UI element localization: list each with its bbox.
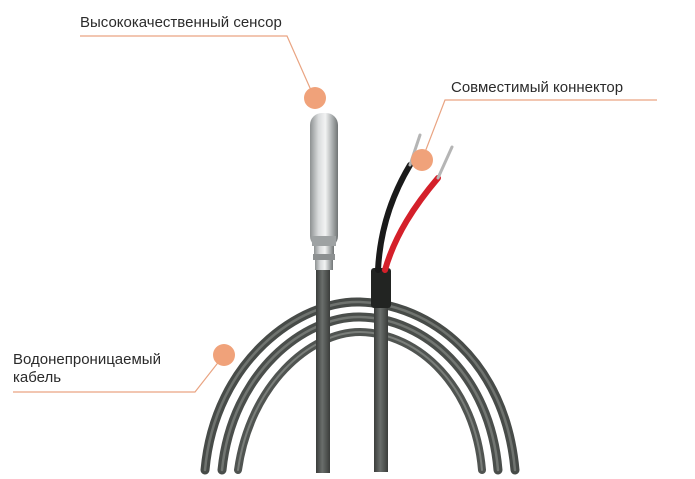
black-wire [375, 162, 413, 273]
callout-dot-connector [411, 149, 433, 171]
cable-loop-outer-highlight [203, 300, 517, 472]
cable-loop-inner-highlight [220, 315, 500, 472]
red-wire-tip [436, 145, 454, 180]
cable-coil [200, 297, 520, 475]
label-cable-line2: кабель [13, 369, 62, 386]
label-cable-line1: Водонепроницаемый [13, 351, 161, 368]
steel-probe [310, 113, 338, 270]
callout-line-connector [421, 99, 657, 161]
label-cable: Водонепроницаемый кабель [13, 351, 161, 387]
connector-cable [371, 268, 391, 472]
red-wire [382, 175, 441, 273]
callout-dot-sensor [304, 87, 326, 109]
callout-line-cable [13, 354, 225, 393]
cable-loop-third-highlight [237, 330, 483, 471]
callout-dot-cable [213, 344, 235, 366]
callout-lines [13, 35, 657, 393]
label-sensor: Высококачественный сенсор [80, 14, 282, 31]
probe-cable [316, 268, 330, 473]
callout-dots [213, 87, 433, 366]
label-connector: Совместимый коннектор [451, 79, 624, 96]
callout-line-sensor [80, 35, 315, 98]
